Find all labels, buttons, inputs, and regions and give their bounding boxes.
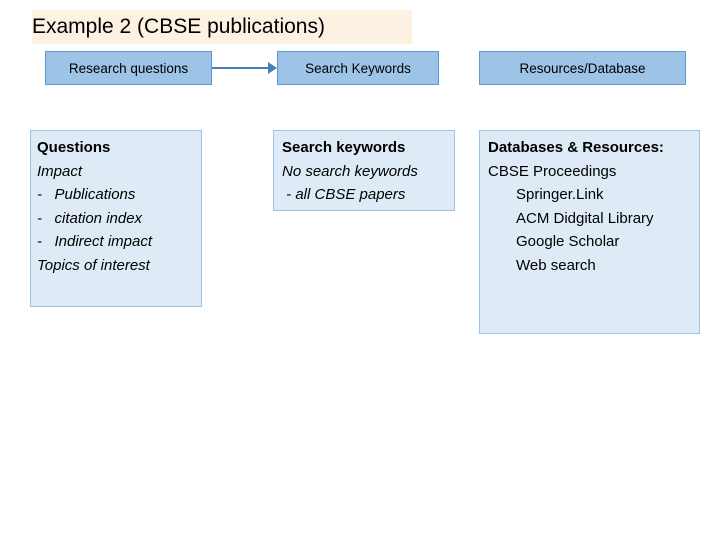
header-label: Search Keywords [305,60,411,76]
arrow-right-head-icon [268,62,277,74]
list-item: Web search [516,256,596,274]
list-item: Springer.Link [516,186,604,203]
header-label: Resources/Database [519,60,646,76]
list-item: ACM Didgital Library [516,209,654,227]
content-resources-database: Databases & Resources: CBSE Proceedings … [479,130,700,334]
content-search-keywords: Search keywords No search keywords - all… [273,130,455,211]
list-item: - all CBSE papers [282,186,406,203]
list-item: Topics of interest [37,256,150,274]
content-research-questions: Questions Impact - Publications - citati… [30,130,202,307]
page-title: Example 2 (CBSE publications) [32,10,412,44]
list-item: Impact [37,162,83,180]
list-item: Google Scholar [516,233,620,250]
list-item: No search keywords [282,162,418,180]
list-item: Search keywords [282,139,406,156]
header-resources-database: Resources/Database [479,51,686,85]
header-search-keywords: Search Keywords [277,51,439,85]
arrow-right-icon [212,67,270,69]
list-item: Databases & Resources: [488,139,664,156]
header-label: Research questions [68,60,189,76]
list-item: - citation index [37,209,143,227]
list-item: - Indirect impact [37,233,153,250]
list-item: Questions [37,139,111,156]
list-item: CBSE Proceedings [488,162,617,180]
header-research-questions: Research questions [45,51,212,85]
list-item: - Publications [37,186,136,203]
